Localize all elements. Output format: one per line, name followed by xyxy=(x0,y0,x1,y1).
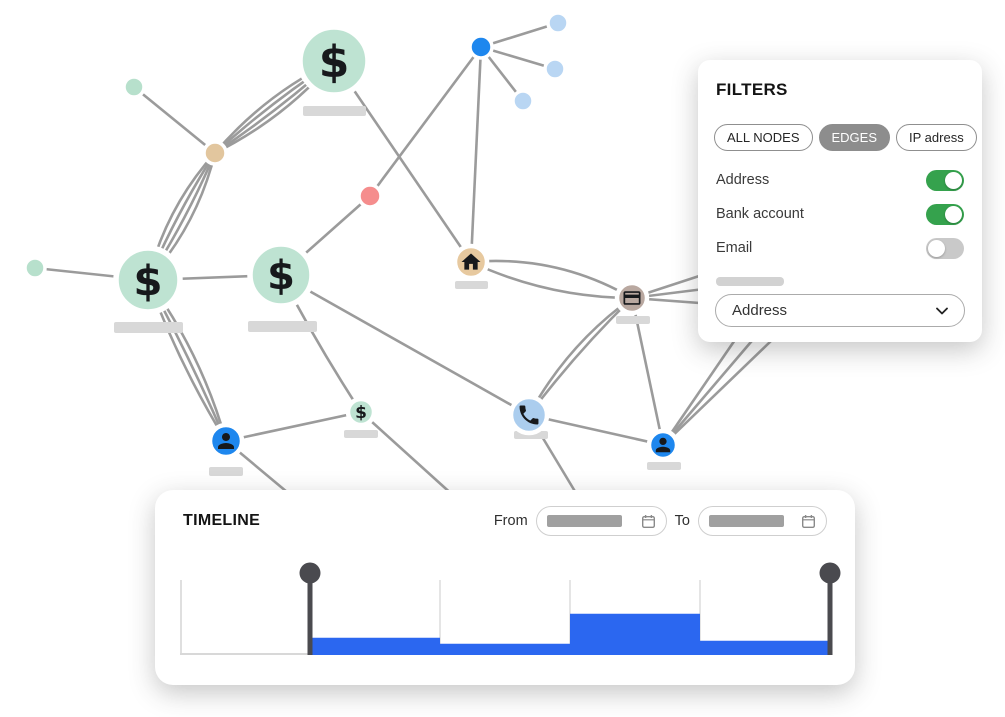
edge xyxy=(528,413,664,447)
toggle-row-bank-account: Bank account xyxy=(716,197,964,231)
edge xyxy=(480,21,559,49)
calendar-icon xyxy=(802,514,816,528)
range-handle-stem xyxy=(827,573,833,655)
node-label-placeholder xyxy=(303,106,366,116)
histogram-bar xyxy=(700,640,830,655)
person-icon xyxy=(218,433,234,449)
toggle-knob xyxy=(945,171,962,189)
histogram-bar xyxy=(310,637,440,655)
histogram-bar xyxy=(440,643,570,655)
filters-title: FILTERS xyxy=(716,80,788,99)
node-label-placeholder xyxy=(647,462,681,470)
address-toggle[interactable] xyxy=(926,169,964,191)
node-blue-sat-a[interactable] xyxy=(546,11,570,35)
node-red-dot[interactable] xyxy=(357,183,383,209)
edge xyxy=(662,339,773,446)
edge xyxy=(360,411,456,498)
edge xyxy=(527,297,633,416)
date-value-placeholder xyxy=(709,515,784,527)
field-label-placeholder xyxy=(716,277,784,286)
from-date-input[interactable] xyxy=(535,506,667,536)
node-label-placeholder xyxy=(114,322,183,333)
toggle-knob xyxy=(945,205,962,223)
edge xyxy=(470,260,633,300)
bank-account-toggle[interactable] xyxy=(926,203,964,225)
toggle-row-address: Address xyxy=(716,163,964,197)
email-toggle[interactable] xyxy=(926,237,964,259)
dollar-icon: $ xyxy=(267,253,295,299)
home-icon xyxy=(461,253,481,270)
chip-all-nodes[interactable]: ALL NODES xyxy=(714,124,813,151)
edge xyxy=(280,273,530,417)
dropdown-selected-value: Address xyxy=(732,302,788,319)
edge xyxy=(470,259,633,300)
timeline-histogram xyxy=(180,562,841,655)
calendar-icon xyxy=(641,514,655,528)
node-blue-sat-b[interactable] xyxy=(543,57,567,81)
edge xyxy=(368,46,483,197)
node-label-placeholder xyxy=(248,321,317,332)
timeline-header: TIMELINE From To xyxy=(155,506,855,536)
from-label: From xyxy=(493,513,528,529)
timeline-panel: TIMELINE From To xyxy=(155,490,855,685)
node-card[interactable] xyxy=(614,280,650,316)
to-label: To xyxy=(674,513,690,529)
range-handle-left[interactable] xyxy=(299,562,321,584)
node-blue-sat-c[interactable] xyxy=(511,89,535,113)
edge xyxy=(480,45,556,71)
node-phone[interactable] xyxy=(508,394,550,436)
chip-ip-address[interactable]: IP adress xyxy=(896,124,977,151)
edge xyxy=(133,85,216,155)
node-label-placeholder xyxy=(616,316,650,324)
chip-edges[interactable]: EDGES xyxy=(818,124,891,151)
edge xyxy=(469,46,483,263)
node-label-placeholder xyxy=(455,281,488,289)
address-toggle-label: Address xyxy=(716,172,770,188)
date-value-placeholder xyxy=(546,515,622,527)
dollar-icon: $ xyxy=(319,37,350,88)
edge xyxy=(225,410,362,443)
edge xyxy=(527,296,633,416)
node-blue-hub[interactable] xyxy=(468,34,494,60)
node-label-placeholder xyxy=(344,430,378,438)
node-mint-a[interactable] xyxy=(122,75,146,99)
edge xyxy=(332,60,473,263)
node-money-lg-top[interactable] xyxy=(297,24,371,98)
dollar-icon: $ xyxy=(355,403,367,423)
node-label-placeholder xyxy=(209,467,243,476)
range-handle-right[interactable] xyxy=(819,562,841,584)
attribute-dropdown[interactable]: Address xyxy=(715,294,965,327)
chevron-down-icon xyxy=(936,307,948,314)
phone-icon xyxy=(519,405,539,425)
node-money-lg-mid[interactable] xyxy=(247,241,315,309)
toggle-row-email: Email xyxy=(716,231,964,265)
toggle-knob xyxy=(928,239,945,257)
node-money-sm[interactable] xyxy=(345,396,377,428)
filter-chips: ALL NODES EDGES IP adress xyxy=(714,124,982,151)
date-range-controls: From To xyxy=(494,506,827,536)
filters-panel: FILTERS ALL NODES EDGES IP adress Addres… xyxy=(698,60,982,342)
dollar-icon: $ xyxy=(133,257,162,306)
range-handle-stem xyxy=(307,573,313,655)
histogram-bar xyxy=(570,613,700,655)
node-tan-dot[interactable] xyxy=(202,140,228,166)
toggle-list: Address Bank account Email xyxy=(716,163,964,265)
to-date-input[interactable] xyxy=(698,506,827,536)
edge xyxy=(662,328,763,446)
person-icon xyxy=(655,437,671,453)
bank-account-toggle-label: Bank account xyxy=(716,206,804,222)
email-toggle-label: Email xyxy=(716,240,753,256)
node-mint-b[interactable] xyxy=(23,256,47,280)
node-money-lg-left[interactable] xyxy=(113,245,183,315)
timeline-title: TIMELINE xyxy=(183,512,261,529)
